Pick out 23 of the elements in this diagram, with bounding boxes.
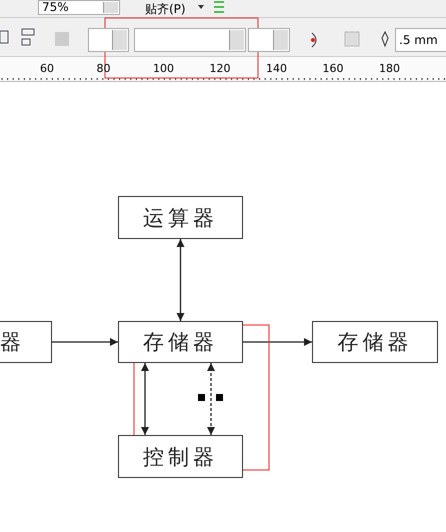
- process-box: [312, 321, 438, 363]
- process-box: [118, 321, 243, 363]
- snap-menu: 贴齐(P): [145, 1, 186, 18]
- process-box: [118, 196, 243, 239]
- node-label: 运算器: [143, 204, 218, 232]
- ruler-number: 120: [210, 62, 230, 75]
- ruler-number: 160: [322, 62, 344, 75]
- arrow: [141, 363, 149, 435]
- arrow: [52, 338, 118, 346]
- arrow: [243, 338, 312, 346]
- node-label: 存储器: [143, 329, 218, 356]
- ruler-number: 140: [266, 62, 287, 75]
- width-field: .5 mm: [395, 28, 446, 52]
- ruler-number: 60: [40, 62, 54, 75]
- arrow: [176, 239, 184, 321]
- process-box: [118, 435, 243, 478]
- dashed-arrow: [207, 363, 215, 435]
- ruler-number: 180: [379, 62, 400, 75]
- zoom-dropdown: 75%: [38, 0, 120, 15]
- node-label: 存储器: [338, 329, 412, 356]
- node-label: 器: [0, 329, 25, 356]
- node-label: 控制器: [143, 444, 218, 470]
- ruler-number: 100: [153, 62, 174, 75]
